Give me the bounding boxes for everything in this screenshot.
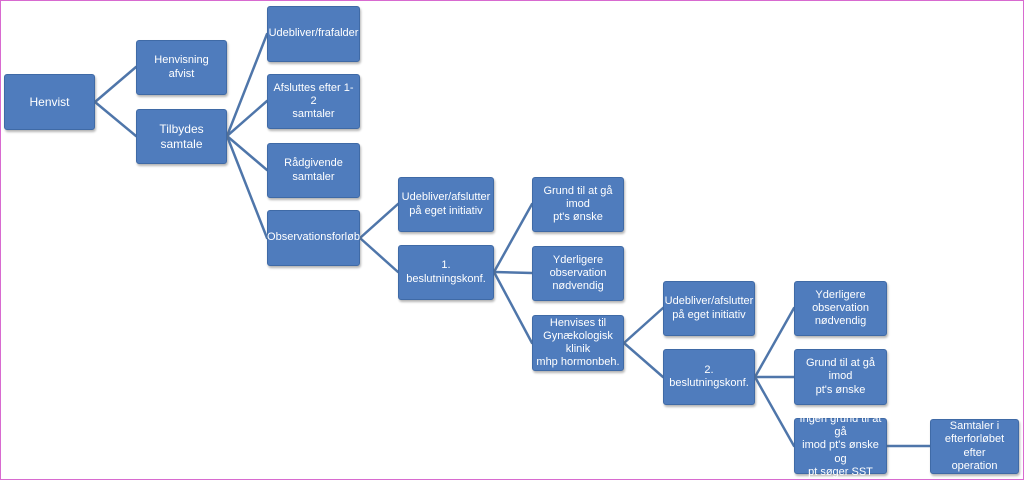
connector-beslutning2-ingen-grund xyxy=(753,375,796,448)
connector-beslutning1-yderligere-1 xyxy=(492,270,534,275)
node-raadgivende-samtaler: Rådgivende samtaler xyxy=(267,143,360,198)
connector-henvist-henvisning-afvist xyxy=(93,65,138,104)
node-udebliver-frafalder: Udebliver/frafalder xyxy=(267,6,360,62)
node-grund-til-at-gaa-imod-2: Grund til at gå imod pt's ønske xyxy=(794,349,887,405)
connector-tilbydes-raadgivende xyxy=(225,134,269,172)
connector-henvises-udebliver-2 xyxy=(622,306,665,345)
connector-beslutning1-henvises-til xyxy=(492,270,534,345)
node-henvises-til-gynaekologisk: Henvises til Gynækologisk klinik mhp hor… xyxy=(532,315,624,371)
connector-beslutning1-grund-1 xyxy=(492,202,534,274)
node-henvist: Henvist xyxy=(4,74,95,130)
connector-beslutning2-yderligere-2 xyxy=(753,306,796,379)
connector-tilbydes-afsluttes-efter xyxy=(225,99,269,138)
node-beslutningskonf-1: 1. beslutningskonf. xyxy=(398,245,494,300)
node-samtaler-efterforloebet: Samtaler i efterforløbet efter operation xyxy=(930,419,1019,474)
node-tilbydes-samtale: Tilbydes samtale xyxy=(136,109,227,164)
node-udebliver-afslutter-1: Udebliver/afslutter på eget initiativ xyxy=(398,177,494,232)
connector-henvises-beslutningskonf-2 xyxy=(622,341,665,379)
connector-tilbydes-observationsforloeb xyxy=(225,134,269,240)
node-grund-til-at-gaa-imod-1: Grund til at gå imod pt's ønske xyxy=(532,177,624,232)
node-afsluttes-efter-samtaler: Afsluttes efter 1-2 samtaler xyxy=(267,74,360,129)
node-yderligere-observation-2: Yderligere observation nødvendig xyxy=(794,281,887,336)
node-yderligere-observation-1: Yderligere observation nødvendig xyxy=(532,246,624,301)
node-henvisning-afvist: Henvisning afvist xyxy=(136,40,227,95)
connector-observation-udebliver-1 xyxy=(358,202,400,240)
node-ingen-grund: Ingen grund til at gå imod pt's ønske og… xyxy=(794,413,887,478)
node-observationsforloeb: Observationsforløb xyxy=(267,210,360,266)
connector-henvist-tilbydes-samtale xyxy=(93,100,138,138)
node-beslutningskonf-2: 2. beslutningskonf. xyxy=(663,349,755,405)
connector-observation-beslutningskonf-1 xyxy=(358,236,400,274)
node-udebliver-afslutter-2: Udebliver/afslutter på eget initiativ xyxy=(663,281,755,336)
connector-tilbydes-udebliver-frafalder xyxy=(225,32,269,138)
